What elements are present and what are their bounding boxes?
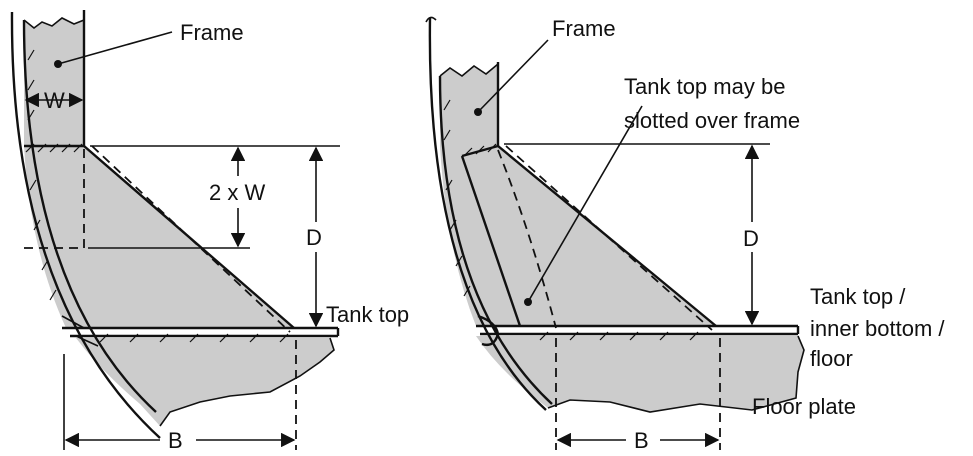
right-tank-top-line1: Tank top /	[810, 284, 906, 309]
left-frame-shading	[24, 18, 84, 146]
left-shell-inner	[22, 19, 157, 413]
left-floor-plate-edge	[159, 337, 335, 427]
left-overlap-dashed	[24, 146, 85, 249]
right-frame-top-break	[439, 63, 499, 77]
left-2w-label: 2 x W	[209, 180, 265, 205]
right-bracket-shading	[440, 146, 716, 326]
right-tank-top-line3: floor	[810, 346, 853, 371]
right-frame-shading	[440, 64, 498, 146]
left-frame-top-break	[23, 17, 85, 30]
left-frame-leader	[57, 31, 173, 65]
left-bracket-edge-dashed	[91, 145, 291, 333]
left-tank-top-label: Tank top	[326, 302, 409, 327]
left-b-label: B	[168, 428, 183, 453]
left-d-label: D	[306, 225, 322, 250]
left-tank-top-chamfer	[61, 315, 99, 347]
right-slot-leader	[527, 105, 643, 303]
right-b-label: B	[634, 428, 649, 453]
right-slot-note-line2: slotted over frame	[624, 108, 800, 133]
right-floor-plate-shading	[476, 336, 804, 412]
right-shell-outer	[428, 17, 547, 411]
right-scallop	[477, 314, 500, 347]
left-hatching	[25, 49, 289, 343]
right-shell-inner	[438, 75, 553, 405]
right-tank-top-line2: inner bottom /	[810, 316, 945, 341]
left-shell-outer	[10, 11, 161, 439]
left-w-label: W	[44, 88, 65, 113]
left-bracket-shading	[24, 146, 294, 328]
right-frame-slot-dashed	[497, 149, 557, 329]
left-bracket-edge	[83, 145, 295, 329]
right-hatching	[443, 99, 699, 341]
right-floor-plate-edge	[547, 335, 805, 413]
right-bracket-edge-dashed	[505, 145, 713, 331]
left-frame-label: Frame	[180, 20, 244, 45]
right-frame-label: Frame	[552, 16, 616, 41]
right-frame-leader	[477, 39, 549, 113]
left-floor-plate-shading	[76, 338, 334, 426]
left-figure: W Frame 2 x W D Tank top B	[10, 10, 409, 453]
right-shell-top-curl	[425, 16, 437, 23]
right-floor-plate-label: Floor plate	[752, 394, 856, 419]
right-d-label: D	[743, 226, 759, 251]
right-slot-note-line1: Tank top may be	[624, 74, 785, 99]
right-figure: Frame Tank top may be slotted over frame…	[425, 16, 945, 453]
right-frame-slot-line	[460, 155, 522, 327]
